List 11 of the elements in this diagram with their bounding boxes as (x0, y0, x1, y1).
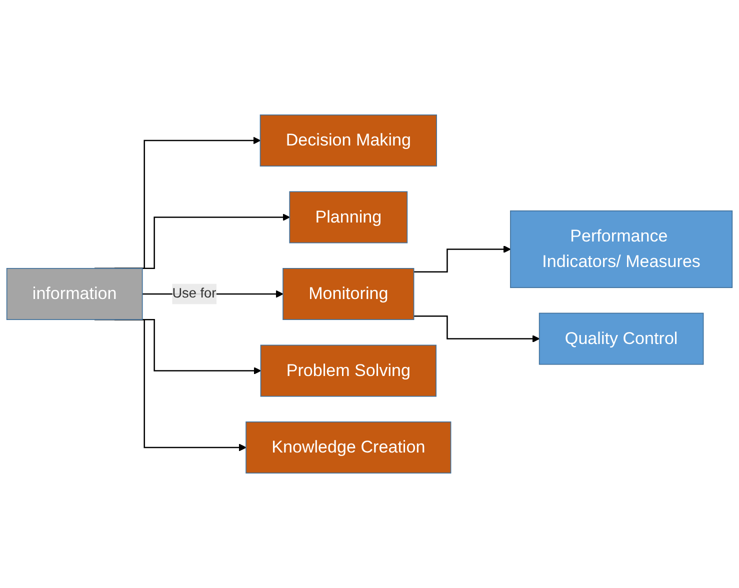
node-box: Monitoring (282, 268, 414, 320)
node-box: Performance Indicators/ Measures (510, 210, 733, 288)
node-box: Planning (289, 191, 408, 244)
edge-label: Use for (172, 286, 216, 301)
arrow (414, 245, 511, 272)
node-box: Problem Solving (260, 344, 436, 397)
node-box: Decision Making (260, 114, 437, 167)
node-box: Knowledge Creation (246, 421, 452, 474)
node-box: Quality Control (538, 312, 704, 365)
node-box: information (6, 268, 143, 320)
arrow (414, 316, 540, 343)
